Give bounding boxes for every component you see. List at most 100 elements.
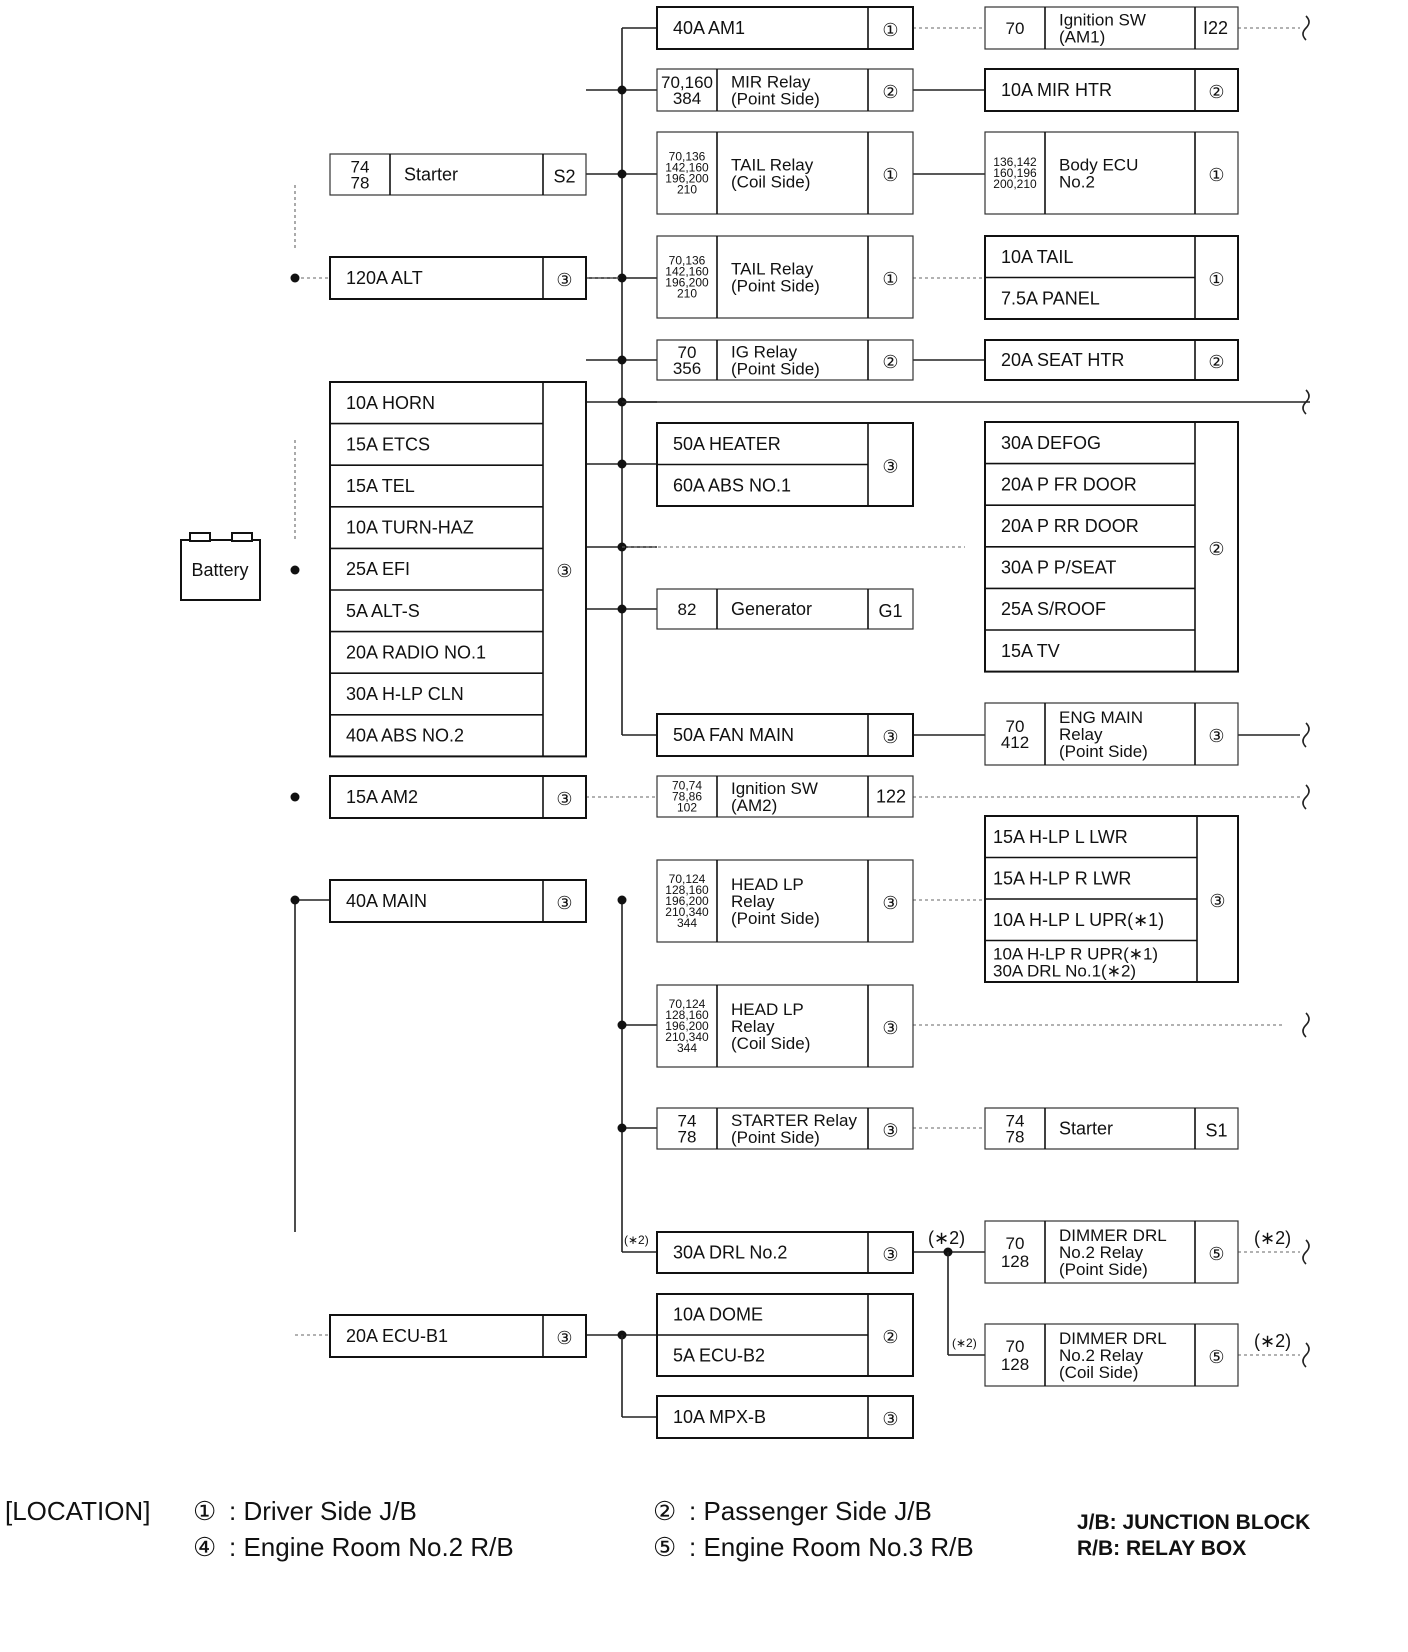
tail-relay-coil-code: 196,200 [665,172,709,186]
fuse-40a-am1 [656,6,914,50]
location-symbol: ③ [882,727,898,747]
starter-relay [656,1107,914,1150]
legend-abbr: J/B: JUNCTION BLOCK [1077,1511,1310,1534]
location-symbol: ① [882,20,898,40]
ignition-sw-am1-pin: I22 [1203,18,1228,38]
mir-relay [656,68,914,112]
eng-main-relay-label: (Point Side) [1059,742,1148,761]
dimmer-drl-point-label: (Point Side) [1059,1260,1148,1279]
head-lp-relay-coil-code: 128,160 [665,1008,709,1022]
eng-main-relay-label: Relay [1059,725,1103,744]
tail-relay-coil-label: (Coil Side) [731,173,810,192]
heater-abs-block-item: 50A HEATER [673,434,781,454]
ig-relay-label: (Point Side) [731,360,820,379]
location-symbol: ② [882,352,898,372]
body-ecu-no2 [984,131,1239,215]
junction-dot [290,792,300,802]
legend-text: : Engine Room No.3 R/B [689,1532,974,1562]
head-lp-relay-coil-label: Relay [731,1017,775,1036]
ignition-sw-am2-label: (AM2) [731,796,777,815]
head-lp-relay-point-code: 344 [677,916,697,930]
ignition-sw-am2 [656,775,914,818]
location-symbol: ③ [882,1121,898,1141]
head-lp-relay-point-code: 128,160 [665,883,709,897]
ignition-sw-am1 [984,6,1239,50]
passenger-jb-block-item: 25A S/ROOF [1001,599,1106,619]
ig-relay-label: IG Relay [731,343,798,362]
fuse-10a-mir-htr-label: 10A MIR HTR [1001,80,1112,100]
fuse-20a-seat-htr [984,339,1239,381]
engine-fuse-block-item: 5A ALT-S [346,601,420,621]
engine-fuse-block-item: 15A ETCS [346,434,430,454]
body-ecu-no2-code: 136,142 [993,155,1037,169]
legend-symbol: ⑤ [653,1532,676,1562]
break-mark [1302,784,1310,810]
passenger-jb-block-item: 20A P FR DOOR [1001,474,1137,494]
junction-dot [617,1123,627,1133]
note-star2: (∗2) [1254,1331,1291,1351]
fuse-10a-mpx-b-label: 10A MPX-B [673,1407,766,1427]
generator-g1-code: 82 [678,600,697,619]
passenger-jb-block-item: 15A TV [1001,641,1060,661]
location-symbol: ③ [882,1409,898,1429]
junction-dot [617,1020,627,1030]
dimmer-drl-coil-code: 128 [1001,1355,1029,1374]
engine-fuse-block-item: 25A EFI [346,559,410,579]
location-symbol: ③ [882,1018,898,1038]
legend-title: [LOCATION] [5,1496,150,1526]
starter-s2-code: 78 [351,174,370,193]
head-lp-relay-point-label: Relay [731,892,775,911]
fuse-30a-drl2 [656,1231,914,1274]
location-symbol: ③ [556,789,572,809]
head-lp-relay-coil-code: 196,200 [665,1019,709,1033]
legend-text: : Driver Side J/B [229,1496,417,1526]
head-lp-relay-point-label: (Point Side) [731,909,820,928]
break-mark [1302,1342,1310,1368]
ignition-sw-am1-label: Ignition SW [1059,11,1146,30]
battery-terminal [231,532,253,542]
hlp-item: 10A H-LP R UPR(∗1) [993,945,1158,964]
hlp-item: 10A H-LP L UPR(∗1) [993,910,1164,930]
engine-fuse-block-item: 20A RADIO NO.1 [346,642,486,662]
starter-s2-code: 74 [351,158,370,177]
note-star2: (∗2) [928,1228,965,1248]
battery-box [180,539,261,601]
engine-fuse-block-item: 15A TEL [346,476,415,496]
location-symbol: S2 [553,167,575,187]
head-lp-relay-point [656,859,914,943]
note-star2: (∗2) [624,1233,649,1247]
location-symbol: ③ [556,893,572,913]
head-lp-relay-coil-code: 210,340 [665,1030,709,1044]
legend-symbol: ② [653,1496,676,1526]
ignition-sw-am2-label: Ignition SW [731,779,818,798]
ignition-sw-am2-code: 102 [677,801,697,815]
location-symbol: ② [882,1327,898,1347]
junction-dot [617,85,627,95]
location-symbol: S1 [1205,1121,1227,1141]
tail-relay-point-code: 210 [677,287,697,301]
mir-relay-code: 70,160 [661,73,713,92]
dimmer-drl-coil-label: DIMMER DRL [1059,1329,1167,1348]
mir-relay-label: (Point Side) [731,90,820,109]
junction-dot [617,169,627,179]
passenger-jb-block-item: 30A DEFOG [1001,433,1101,453]
fuse-10a-mpx-b [656,1395,914,1439]
mir-relay-code: 384 [673,89,701,108]
tail-relay-coil-code: 70,136 [669,150,706,164]
location-symbol: ② [1208,82,1224,102]
starter-relay-label: STARTER Relay [731,1111,857,1130]
starter-relay-label: (Point Side) [731,1128,820,1147]
eng-main-relay-label: ENG MAIN [1059,708,1143,727]
body-ecu-no2-label: No.2 [1059,173,1095,192]
location-symbol: ③ [882,1245,898,1265]
ignition-sw-am1-code: 70 [1006,19,1025,38]
location-symbol: ② [882,82,898,102]
location-symbol: ③ [1208,726,1224,746]
tail-relay-point-code: 70,136 [669,254,706,268]
starter-s1-label: Starter [1059,1119,1113,1139]
fuse-40a-main-label: 40A MAIN [346,891,427,911]
wiring-lines [290,15,1310,1418]
tail-relay-point-label: TAIL Relay [731,260,814,279]
engine-fuse-block-item: 10A HORN [346,393,435,413]
